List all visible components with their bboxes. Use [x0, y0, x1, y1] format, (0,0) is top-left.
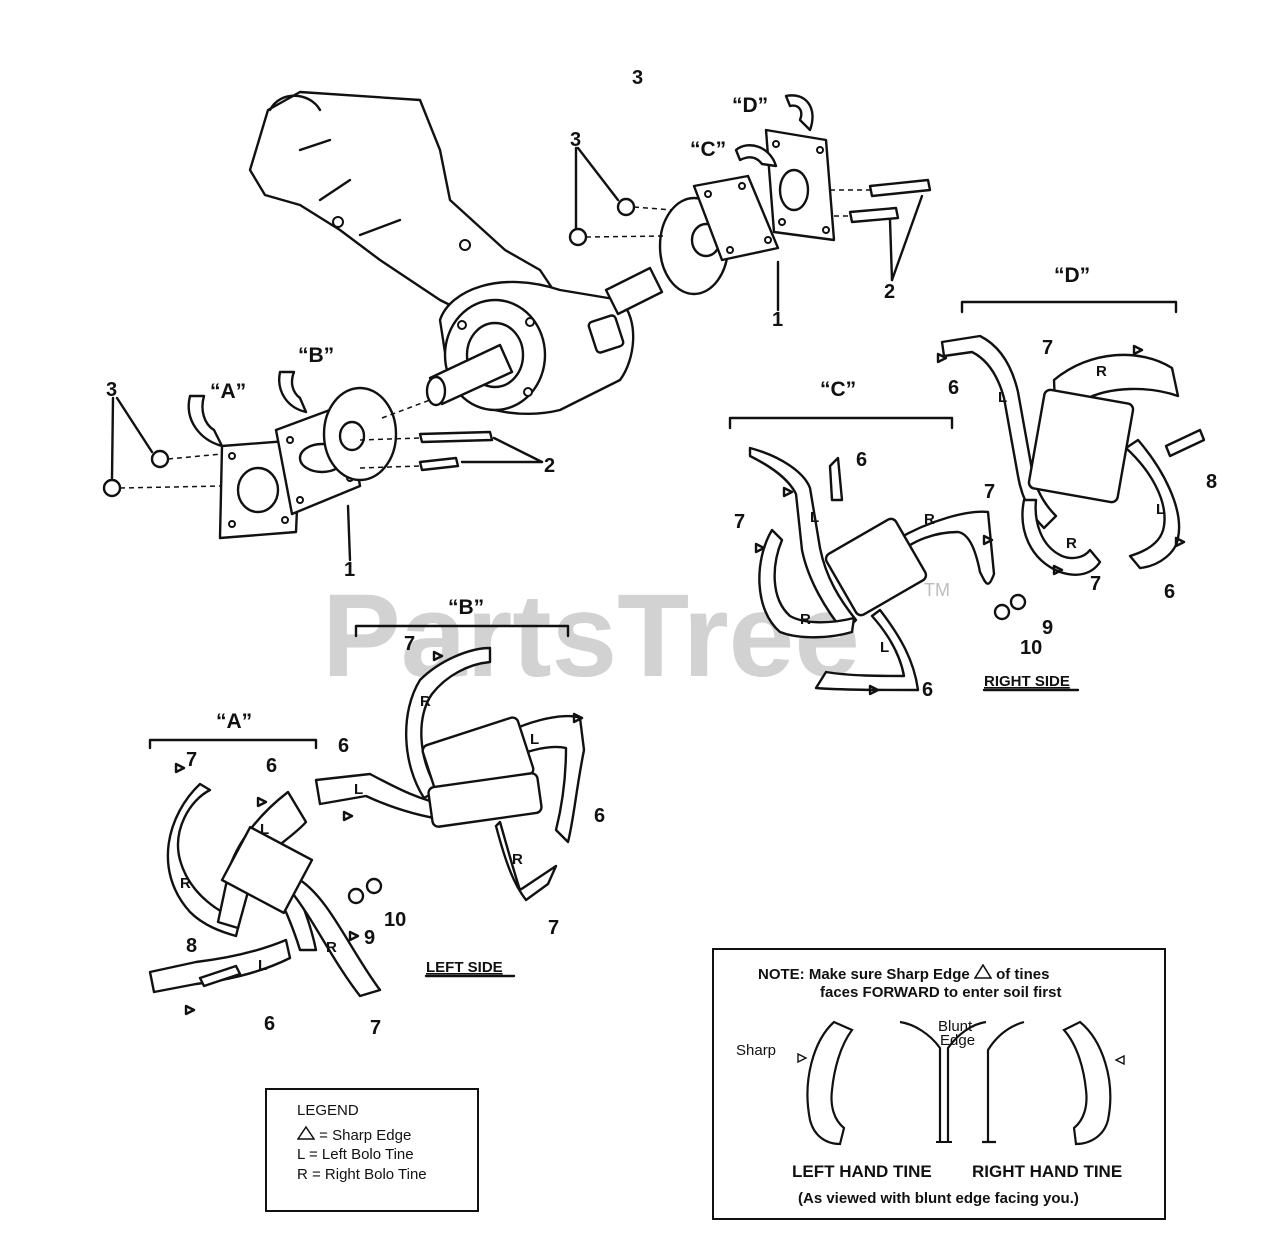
group-brackets [148, 300, 1178, 750]
legend-left-tine: L = Left Bolo Tine [297, 1146, 414, 1163]
note-box: NOTE: Make sure Sharp Edge of tines face… [712, 948, 1166, 1220]
note-line-2: faces FORWARD to enter soil first [820, 984, 1062, 1001]
tine-letters: L R L R R L L R L R R L L R L R [180, 363, 1165, 974]
hardware-left [347, 877, 383, 905]
arrow-label-d: “D” [732, 94, 768, 117]
leader-lines [110, 146, 924, 562]
right-side-label: RIGHT SIDE [984, 673, 1070, 690]
right-hub-assembly [568, 94, 932, 296]
callout-2: 2 [544, 455, 555, 477]
callout-3: 3 [570, 129, 581, 151]
top-reference-number: 3 [632, 67, 643, 89]
callout-6: 6 [948, 377, 959, 399]
callout-7: 7 [370, 1017, 381, 1039]
sharp-label: Sharp [736, 1042, 777, 1059]
tine-letter-r: R [180, 875, 191, 892]
transmission-housing [248, 90, 664, 416]
tine-group-d [940, 334, 1206, 621]
callout-1: 1 [772, 309, 783, 331]
triangle-icon [296, 1125, 316, 1140]
note-footer: (As viewed with blunt edge facing you.) [798, 1190, 1079, 1207]
callout-7: 7 [734, 511, 745, 533]
edge-label: Edge [940, 1032, 976, 1049]
arrow-label-b: “B” [298, 344, 334, 367]
callout-6: 6 [264, 1013, 275, 1035]
left-side-label: LEFT SIDE [426, 959, 503, 976]
group-label-a: “A” [216, 710, 252, 733]
callout-7: 7 [186, 749, 197, 771]
callout-6: 6 [338, 735, 349, 757]
tine-letter-r: R [1096, 363, 1107, 380]
triangle-icon [973, 963, 993, 979]
tine-letter-r: R [1066, 535, 1077, 552]
legend-right-tine: R = Right Bolo Tine [297, 1166, 427, 1183]
tine-letter-l: L [1156, 501, 1165, 518]
watermark-trademark: TM [924, 580, 950, 600]
tine-group-a [148, 782, 382, 998]
left-hub-assembly [102, 370, 494, 540]
legend-box: LEGEND = Sharp Edge L = Left Bolo Tine R… [265, 1088, 479, 1212]
callout-10: 10 [1020, 637, 1042, 659]
callout-7: 7 [984, 481, 995, 503]
note-line-1: NOTE: Make sure Sharp Edge of tines [758, 963, 1050, 983]
tine-letter-r: R [512, 851, 523, 868]
arrow-label-a: “A” [210, 380, 246, 403]
callout-8: 8 [1206, 471, 1217, 493]
left-hand-tine-caption: LEFT HAND TINE [792, 1162, 932, 1181]
callout-6: 6 [856, 449, 867, 471]
right-hand-tine-caption: RIGHT HAND TINE [972, 1162, 1123, 1181]
callout-9: 9 [364, 927, 375, 949]
legend-sharp-text: = Sharp Edge [319, 1127, 412, 1144]
group-label-d: “D” [1054, 264, 1090, 287]
group-label-c: “C” [820, 378, 856, 401]
callout-6: 6 [266, 755, 277, 777]
callout-1: 1 [344, 559, 355, 581]
tine-letter-l: L [998, 389, 1007, 406]
tine-orientation-sketch [797, 1020, 1125, 1146]
watermark: PartsTree [322, 570, 860, 702]
callout-7: 7 [1042, 337, 1053, 359]
tine-group-c [748, 446, 996, 692]
callout-2: 2 [884, 281, 895, 303]
legend-title: LEGEND [297, 1102, 359, 1119]
callout-10: 10 [384, 909, 406, 931]
tine-letter-l: L [258, 957, 267, 974]
callout-7: 7 [404, 633, 415, 655]
callout-7: 7 [548, 917, 559, 939]
tine-letter-r: R [924, 511, 935, 528]
callout-8: 8 [186, 935, 197, 957]
callout-9: 9 [1042, 617, 1053, 639]
tine-letter-l: L [880, 639, 889, 656]
tine-letter-l: L [260, 821, 269, 838]
tine-group-b [314, 646, 586, 902]
callout-6: 6 [594, 805, 605, 827]
callout-3: 3 [106, 379, 117, 401]
callout-7: 7 [1090, 573, 1101, 595]
callout-6: 6 [922, 679, 933, 701]
callout-numbers: 3 3 1 1 2 2 7 6 8 6 7 9 10 7 6 6 7 6 7 7… [106, 129, 1217, 1039]
tine-letter-l: L [810, 509, 819, 526]
tine-letter-l: L [354, 781, 363, 798]
sharp-edge-markers [174, 344, 1186, 1016]
tine-letter-r: R [420, 693, 431, 710]
legend-sharp-edge: = Sharp Edge [296, 1125, 412, 1144]
tine-letter-l: L [530, 731, 539, 748]
group-label-b: “B” [448, 596, 484, 619]
callout-6: 6 [1164, 581, 1175, 603]
tine-letter-r: R [326, 939, 337, 956]
arrow-label-c: “C” [690, 138, 726, 161]
tine-letter-r: R [800, 611, 811, 628]
